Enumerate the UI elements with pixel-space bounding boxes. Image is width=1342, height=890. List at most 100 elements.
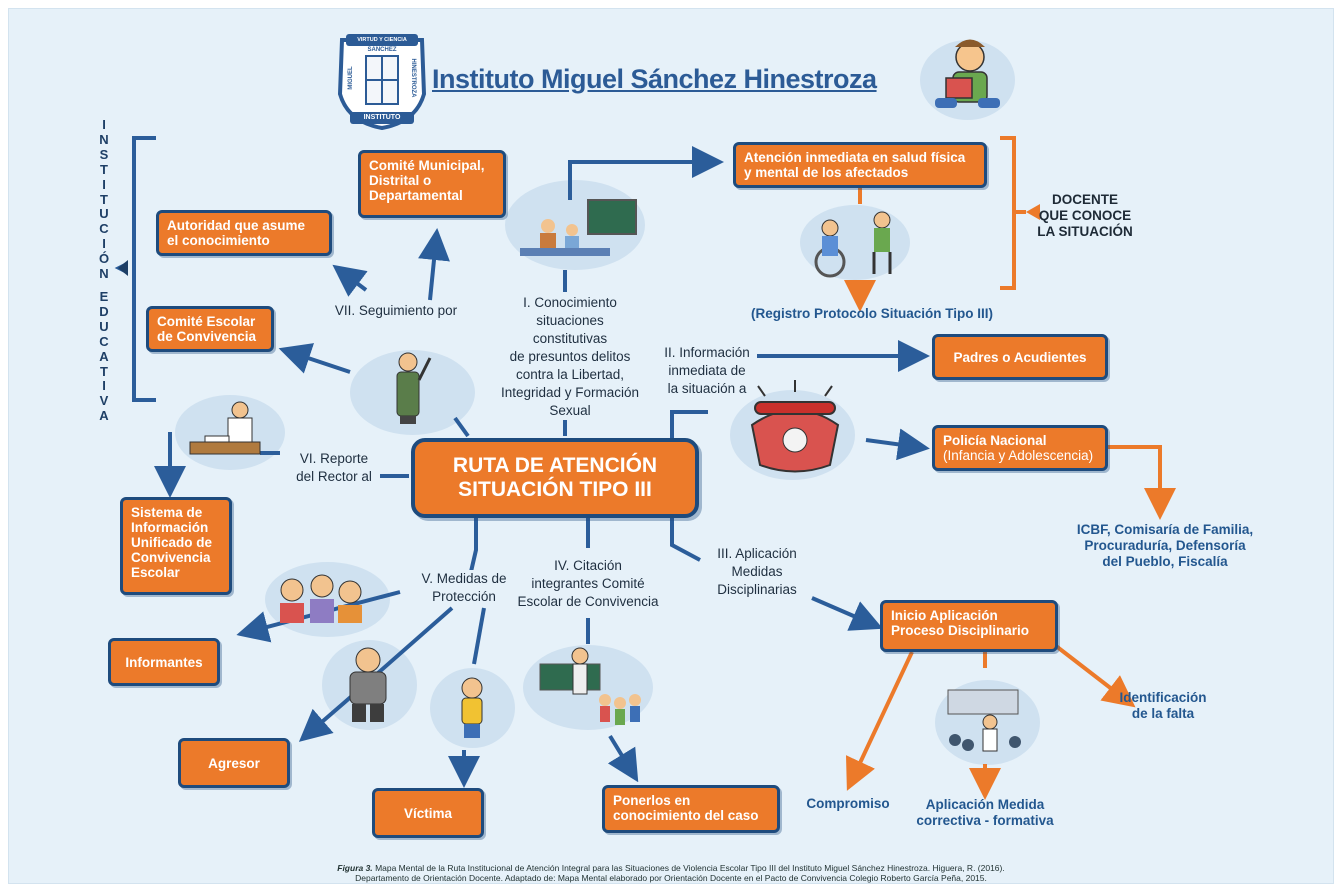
box-inicio-aplicacion: Inicio Aplicación Proceso Disciplinario [880, 600, 1058, 652]
box-line: y mental de los afectados [744, 165, 909, 180]
label-line: VI. Reporte [299, 451, 369, 466]
box-line: Departamental [369, 188, 463, 203]
box-informantes: Informantes [108, 638, 220, 686]
label-line: Disciplinarias [717, 582, 797, 597]
box-line: Atención inmediata en salud física [744, 150, 966, 165]
figure-label: Figura 3. [337, 863, 373, 873]
box-line: (Infancia y Adolescencia) [943, 448, 1094, 463]
box-line: Inicio Aplicación [891, 608, 998, 623]
wheelchair-illustration [814, 211, 892, 278]
school-logo [337, 34, 427, 131]
branch-i-label: I. Conocimiento situaciones constitutiva… [498, 294, 642, 420]
label-line: I. Conocimiento [523, 295, 617, 310]
logo-right-text: HINESTROZA [410, 58, 416, 98]
label-line: Sexual [549, 403, 591, 418]
box-line: Padres o Acudientes [953, 349, 1087, 365]
box-ponerlos: Ponerlos en conocimiento del caso [602, 785, 780, 833]
side-label-letter: N [99, 266, 109, 282]
box-line: Informantes [125, 654, 203, 670]
text-line: Identificación [1119, 690, 1207, 705]
logo-top-text: SANCHEZ [367, 47, 397, 53]
text-line: Procuraduría, Defensoría [1084, 538, 1246, 553]
box-line: Agresor [208, 755, 260, 771]
side-label-letter: T [100, 161, 108, 177]
text-line: Aplicación Medida [925, 797, 1045, 812]
box-line: Policía Nacional [943, 433, 1047, 448]
box-agresor: Agresor [178, 738, 290, 788]
meeting-illustration [539, 647, 641, 725]
family-illustration [280, 574, 362, 623]
aplicacion-medida-label: Aplicación Medida correctiva - formativa [905, 797, 1065, 829]
branch-iv-label: IV. Citación integrantes Comité Escolar … [512, 557, 664, 611]
text-line: de la falta [1131, 706, 1195, 721]
side-label-letter: U [99, 206, 109, 222]
side-label-letter: E [99, 289, 109, 304]
branch-vii-label: VII. Seguimiento por [326, 302, 466, 320]
box-padres: Padres o Acudientes [932, 334, 1108, 380]
box-line: Autoridad que asume [167, 218, 306, 233]
victim-illustration [461, 677, 483, 738]
side-label-letter: T [100, 191, 108, 207]
logo-bottom-text: INSTITUTO [363, 114, 401, 121]
label-line: Protección [432, 589, 496, 604]
central-node-line2: SITUACIÓN TIPO III [458, 478, 652, 501]
box-line: Víctima [403, 805, 453, 821]
compromiso-label: Compromiso [806, 796, 890, 811]
side-label-letter: U [99, 318, 109, 334]
label-line: V. Medidas de [421, 571, 507, 586]
telephone-illustration [750, 380, 840, 473]
box-line: Comité Escolar [157, 314, 256, 329]
lecture-illustration [947, 689, 1021, 752]
side-label-letter: I [102, 117, 106, 132]
side-label-letter: I [102, 236, 106, 252]
box-victima: Víctima [372, 788, 484, 838]
classroom-illustration [520, 199, 637, 256]
box-line: Escolar [131, 565, 180, 580]
text-line: correctiva - formativa [916, 813, 1054, 828]
figure-caption-line1: Figura 3. Mapa Mental de la Ruta Institu… [0, 863, 1342, 873]
box-line: Comité Municipal, [369, 158, 485, 173]
box-line: Información [131, 520, 209, 535]
box-line: de Convivencia [157, 329, 257, 344]
central-node: RUTA DE ATENCIÓN SITUACIÓN TIPO III [411, 438, 699, 518]
identificacion-label: Identificación de la falta [1108, 690, 1218, 722]
branch-v-label: V. Medidas de Protección [412, 570, 516, 606]
label-line: inmediata de [668, 363, 746, 378]
label-line: Integridad y Formación [500, 385, 640, 400]
box-comite-municipal: Comité Municipal, Distrital o Departamen… [358, 150, 506, 218]
label-line: integrantes Comité [531, 576, 645, 591]
box-sistema-informacion: Sistema de Información Unificado de Conv… [120, 497, 232, 595]
side-label-letter: I [102, 378, 106, 394]
icbf-label: ICBF, Comisaría de Familia, Procuraduría… [1060, 522, 1270, 570]
side-label-letter: T [100, 363, 108, 379]
box-line: conocimiento del caso [613, 808, 759, 823]
label-line: contra la Libertad, [515, 367, 625, 382]
registro-label: (Registro Protocolo Situación Tipo III) [750, 306, 993, 321]
branch-ii-label: II. Información inmediata de la situació… [655, 344, 759, 398]
side-label-letter: A [99, 408, 109, 424]
figure-caption-line2: Departamento de Orientación Docente. Ada… [355, 873, 987, 883]
side-label-letter: V [99, 393, 109, 409]
text-line: DOCENTE [1051, 192, 1118, 207]
label-line: la situación a [667, 381, 747, 396]
side-label-letter: I [102, 176, 106, 192]
box-line: Unificado de [131, 535, 213, 550]
box-autoridad: Autoridad que asume el conocimiento [156, 210, 332, 256]
label-line: de presuntos delitos [509, 349, 631, 364]
docente-label: DOCENTE QUE CONOCE LA SITUACIÓN [1030, 192, 1140, 240]
branch-vi-label: VI. Reporte del Rector al [288, 450, 380, 486]
caption-text: Mapa Mental de la Ruta Institucional de … [375, 863, 1005, 873]
logo-left-text: MIGUEL [348, 66, 354, 90]
central-node-line1: RUTA DE ATENCIÓN [452, 454, 658, 477]
text-line: del Pueblo, Fiscalía [1102, 554, 1228, 569]
label-line: situaciones constitutivas [532, 313, 608, 346]
side-label-letter: S [99, 146, 109, 162]
side-label-letter: C [99, 333, 109, 349]
text-line: LA SITUACIÓN [1037, 224, 1133, 239]
box-line: Ponerlos en [613, 793, 691, 808]
box-line: Convivencia [131, 550, 211, 565]
side-label-letter: D [99, 303, 109, 319]
